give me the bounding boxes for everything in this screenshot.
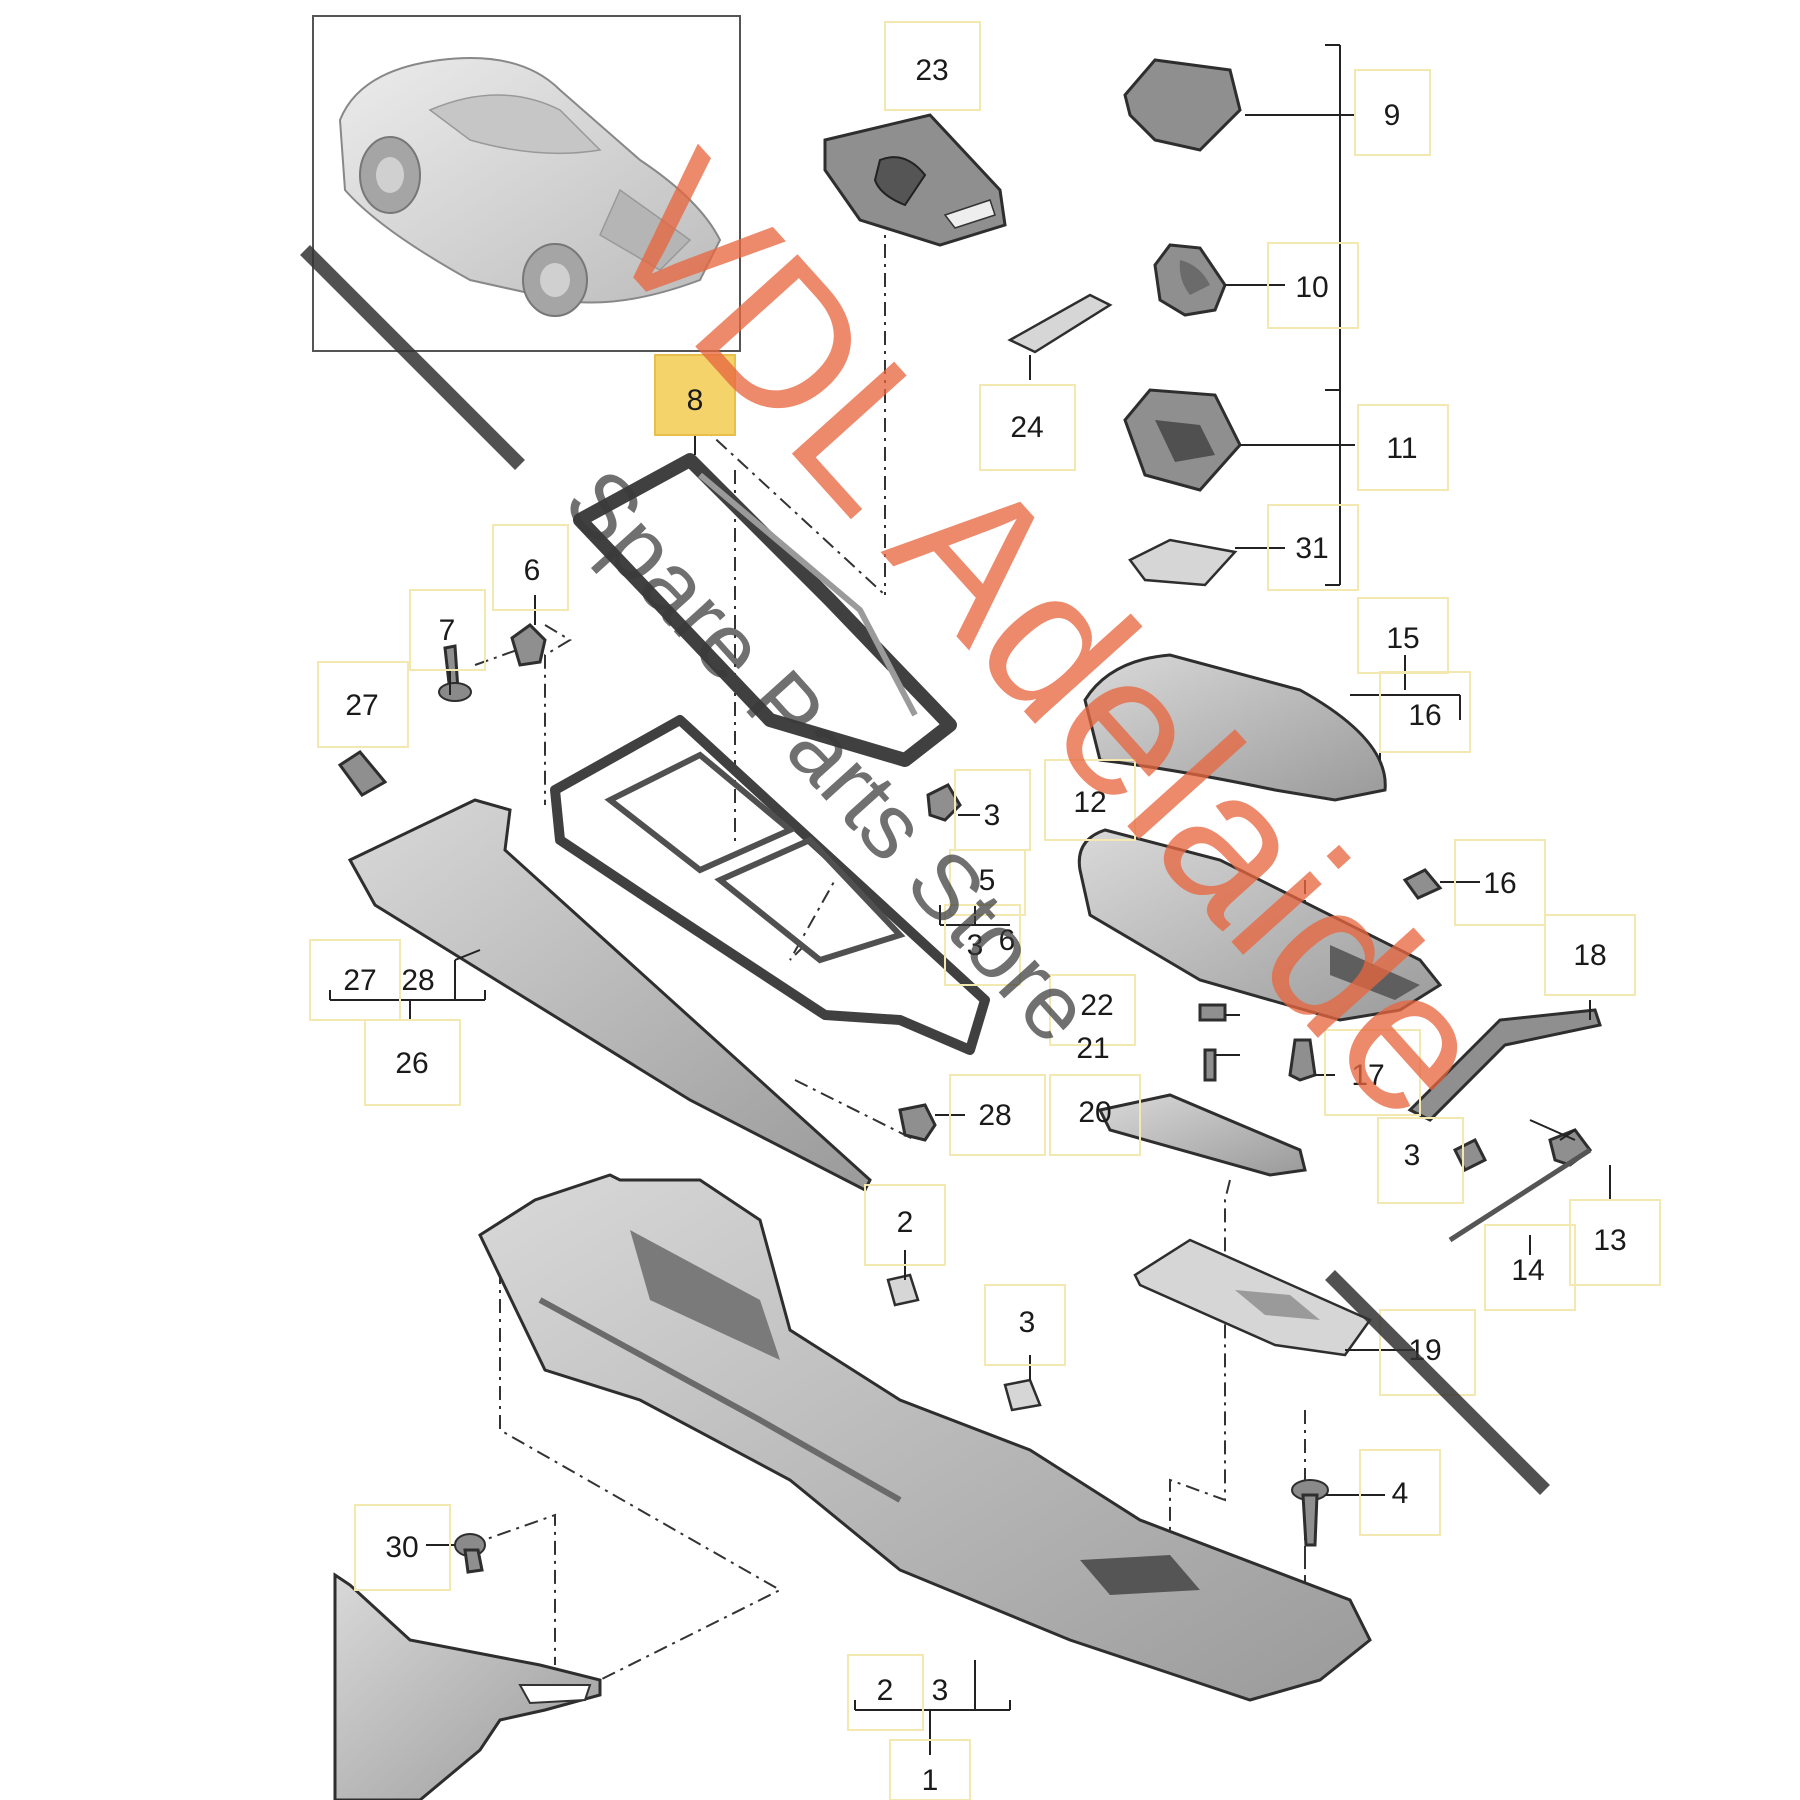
callout-6-upper: 6: [524, 554, 541, 587]
lower-side-trim: [333, 1572, 602, 1800]
part-19-console-mat: [1133, 1238, 1372, 1357]
callout-15: 15: [1386, 622, 1419, 655]
callout-30: 30: [385, 1531, 418, 1564]
callout-27-lower: 27: [343, 964, 376, 997]
part-26-side-trim: [347, 798, 872, 1193]
callout-16-lower: 16: [1483, 867, 1516, 900]
car-illustration: [338, 57, 722, 317]
callout-16-upper: 16: [1408, 699, 1441, 732]
callout-5: 5: [979, 864, 996, 897]
callout-2-upper: 2: [897, 1206, 914, 1239]
watermark-stroke-left: [300, 245, 525, 470]
part-20-trim-strip: [1097, 1093, 1307, 1177]
callout-3-middle: 3: [967, 929, 984, 962]
highlight-part-8: [654, 354, 736, 436]
callout-9: 9: [1384, 99, 1401, 132]
part-11-storage-tray: [1123, 388, 1242, 492]
callout-8: 8: [687, 384, 704, 417]
part-18-handle: [1407, 1008, 1602, 1122]
callout-14: 14: [1511, 1254, 1544, 1287]
callout-20: 20: [1078, 1096, 1111, 1129]
callout-1: 1: [922, 1764, 939, 1797]
callout-23: 23: [915, 54, 948, 87]
callout-31: 31: [1295, 532, 1328, 565]
callout-13: 13: [1593, 1224, 1626, 1257]
callout-3-lower: 3: [1019, 1306, 1036, 1339]
callout-6-middle: 6: [999, 924, 1016, 957]
callout-26: 26: [395, 1047, 428, 1080]
callout-3-right: 3: [1404, 1139, 1421, 1172]
callout-3-upper: 3: [984, 799, 1001, 832]
part-16-clip: [1402, 868, 1443, 900]
part-7-screw: [438, 644, 472, 702]
callout-2-lower: 2: [877, 1674, 894, 1707]
part-31-tray-mat: [1128, 538, 1238, 587]
part-10-cup-insert: [1153, 243, 1227, 317]
part-14-cable: [1448, 1147, 1592, 1243]
console-inner-frame: [550, 715, 990, 1055]
part-21-screw: [1203, 1048, 1217, 1082]
part-30-screw: [454, 1533, 486, 1574]
callout-7: 7: [439, 614, 456, 647]
part-3-clip-right: [1452, 1137, 1488, 1173]
callout-21: 21: [1076, 1032, 1109, 1065]
part-28-clip: [898, 1103, 937, 1142]
callout-12: 12: [1073, 786, 1106, 819]
part-9-storage-lid: [1123, 58, 1242, 152]
callout-28-lower: 28: [978, 1099, 1011, 1132]
callout-17: 17: [1351, 1059, 1384, 1092]
callout-27-upper: 27: [345, 689, 378, 722]
part-4-screw: [1291, 1479, 1329, 1547]
callout-4: 4: [1392, 1477, 1409, 1510]
callout-3-bottom: 3: [932, 1674, 949, 1707]
part-2-clip: [886, 1273, 920, 1307]
callout-11: 11: [1386, 432, 1417, 465]
part-22-grommet: [1198, 1003, 1227, 1022]
part-6-bracket: [510, 623, 547, 667]
part-24-trim-strip: [1007, 293, 1113, 354]
vehicle-overview-inset: [312, 15, 741, 352]
part-17-fastener: [1288, 1038, 1317, 1082]
part-1-centre-console: [478, 1173, 1372, 1702]
callout-10: 10: [1295, 271, 1328, 304]
callout-24: 24: [1010, 411, 1043, 444]
part-27-clip: [337, 750, 388, 797]
callout-22: 22: [1080, 989, 1113, 1022]
part-12-armrest-base: [1077, 828, 1443, 1022]
callout-labels: 23 9 10 24 8 11 31 6 7 27 15 16 3 12 5 3…: [309, 21, 1661, 1800]
part-23-shifter-cover: [823, 113, 1007, 247]
watermark-stroke-right: [1325, 1270, 1550, 1495]
callout-28-upper: 28: [401, 964, 434, 997]
part-3-clip-lower: [1003, 1378, 1042, 1412]
part-3-clip-upper: [926, 783, 962, 822]
callout-18: 18: [1573, 939, 1606, 972]
part-8-console-trim-frame: [573, 453, 957, 767]
